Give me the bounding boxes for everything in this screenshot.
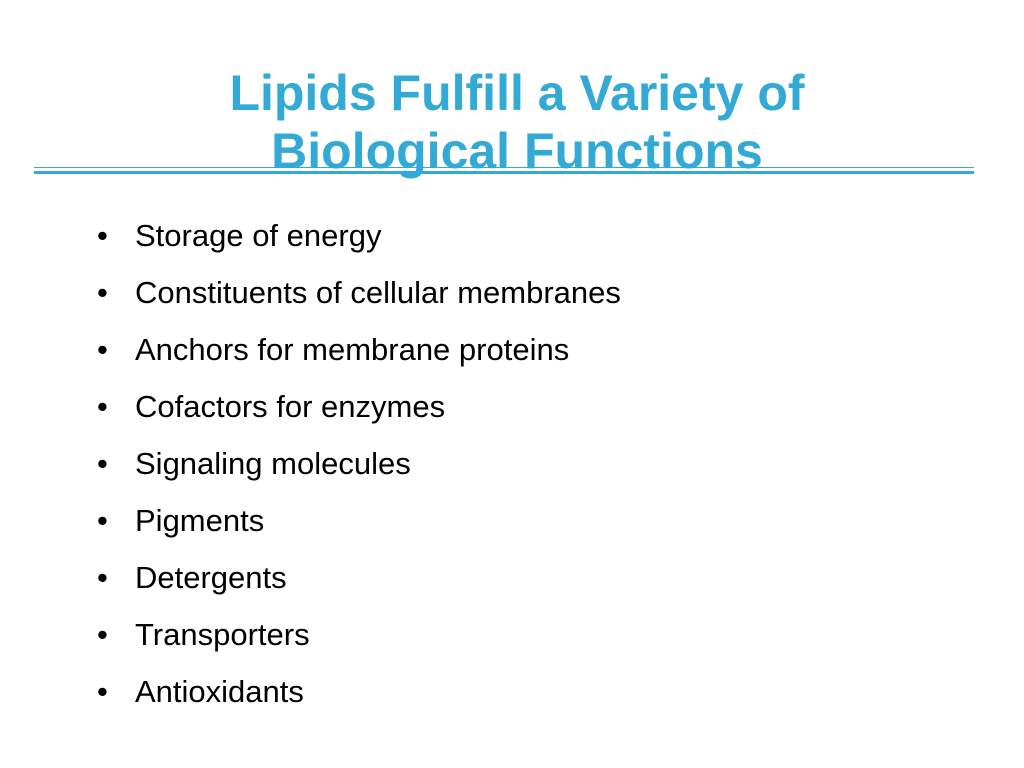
list-item: • Constituents of cellular membranes bbox=[97, 268, 621, 325]
list-item-text: Transporters bbox=[135, 617, 310, 652]
list-item: • Pigments bbox=[97, 496, 621, 553]
bullet-icon: • bbox=[97, 503, 108, 538]
title-divider-thin bbox=[34, 167, 974, 168]
list-item-text: Antioxidants bbox=[135, 674, 304, 709]
list-item: • Detergents bbox=[97, 553, 621, 610]
list-item: • Storage of energy bbox=[97, 211, 621, 268]
list-item: • Signaling molecules bbox=[97, 439, 621, 496]
list-item-text: Cofactors for enzymes bbox=[135, 389, 446, 424]
slide-title-line-2: Biological Functions bbox=[271, 122, 763, 179]
slide-title-line-1: Lipids Fulfill a Variety of bbox=[229, 64, 805, 121]
title-divider bbox=[34, 171, 974, 174]
list-item: • Transporters bbox=[97, 610, 621, 667]
list-item-text: Detergents bbox=[135, 560, 287, 595]
list-item-text: Signaling molecules bbox=[135, 446, 411, 481]
bullet-icon: • bbox=[97, 332, 108, 367]
list-item: • Cofactors for enzymes bbox=[97, 382, 621, 439]
list-item-text: Constituents of cellular membranes bbox=[135, 275, 621, 310]
bullet-icon: • bbox=[97, 446, 108, 481]
bullet-icon: • bbox=[97, 674, 108, 709]
list-item: • Antioxidants bbox=[97, 667, 621, 724]
bullet-list: • Storage of energy • Constituents of cell… bbox=[97, 211, 621, 724]
list-item-text: Storage of energy bbox=[135, 218, 382, 253]
bullet-icon: • bbox=[97, 617, 108, 652]
list-item-text: Pigments bbox=[135, 503, 265, 538]
list-item-text: Anchors for membrane proteins bbox=[135, 332, 570, 367]
list-item: • Anchors for membrane proteins bbox=[97, 325, 621, 382]
bullet-icon: • bbox=[97, 218, 108, 253]
slide-title: Lipids Fulfill a Variety of Biological F… bbox=[0, 64, 1024, 180]
bullet-icon: • bbox=[97, 389, 108, 424]
bullet-icon: • bbox=[97, 560, 108, 595]
bullet-icon: • bbox=[97, 275, 108, 310]
